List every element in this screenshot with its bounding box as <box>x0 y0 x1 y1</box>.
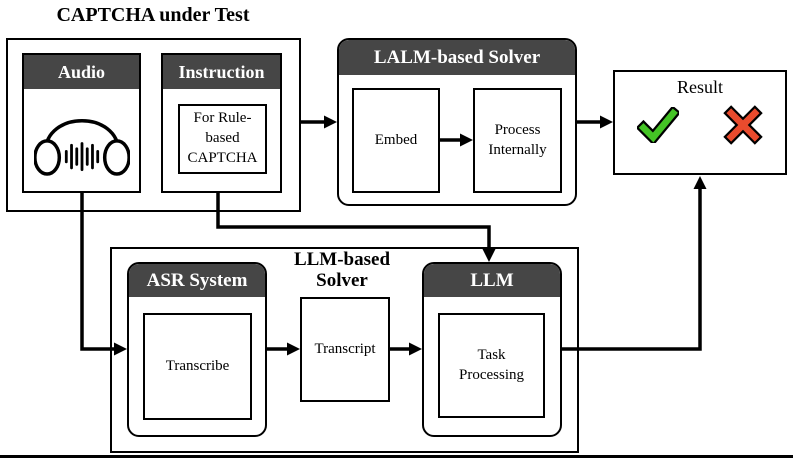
task-processing-step: Task Processing <box>438 313 545 418</box>
arrow-captcha-to-lalm <box>299 115 337 129</box>
instruction-header: Instruction <box>163 55 280 89</box>
cross-icon <box>723 105 763 145</box>
llm-header: LLM <box>424 264 560 297</box>
check-icon <box>637 107 679 143</box>
task-line: Processing <box>459 366 524 383</box>
transcript-label: Transcript <box>314 340 376 357</box>
note-line: based <box>205 130 240 147</box>
llm-solver-title: LLM-based Solver <box>262 249 422 291</box>
process-internally-step: Process Internally <box>473 88 562 193</box>
lalm-solver-header: LALM-based Solver <box>339 40 575 75</box>
captcha-under-test-title: CAPTCHA under Test <box>56 4 250 26</box>
process-line: Process <box>494 121 541 138</box>
transcribe-label: Transcribe <box>165 357 230 374</box>
embed-step: Embed <box>352 88 440 193</box>
result-icons <box>615 105 785 145</box>
note-line: For Rule- <box>193 110 252 127</box>
note-line: CAPTCHA <box>187 149 258 166</box>
asr-header: ASR System <box>129 264 265 297</box>
process-line: Internally <box>488 141 547 158</box>
arrow-llm-to-result <box>562 176 707 351</box>
audio-body <box>24 89 139 191</box>
embed-label: Embed <box>374 131 418 148</box>
arrow-lalm-to-result <box>577 115 613 129</box>
llm-solver-title-line: LLM-based <box>293 249 391 270</box>
bottom-rule <box>0 455 793 458</box>
task-line: Task <box>477 346 506 363</box>
audio-header: Audio <box>24 55 139 89</box>
waveform-icon <box>64 142 99 172</box>
transcribe-step: Transcribe <box>143 313 252 420</box>
llm-solver-title-line: Solver <box>316 270 368 291</box>
audio-module: Audio <box>22 53 141 193</box>
headphones-icon <box>33 119 130 176</box>
result-box: Result <box>613 70 787 175</box>
result-label: Result <box>676 77 723 97</box>
transcript-box: Transcript <box>300 297 390 402</box>
instruction-note-box: For Rule- based CAPTCHA <box>178 104 267 174</box>
